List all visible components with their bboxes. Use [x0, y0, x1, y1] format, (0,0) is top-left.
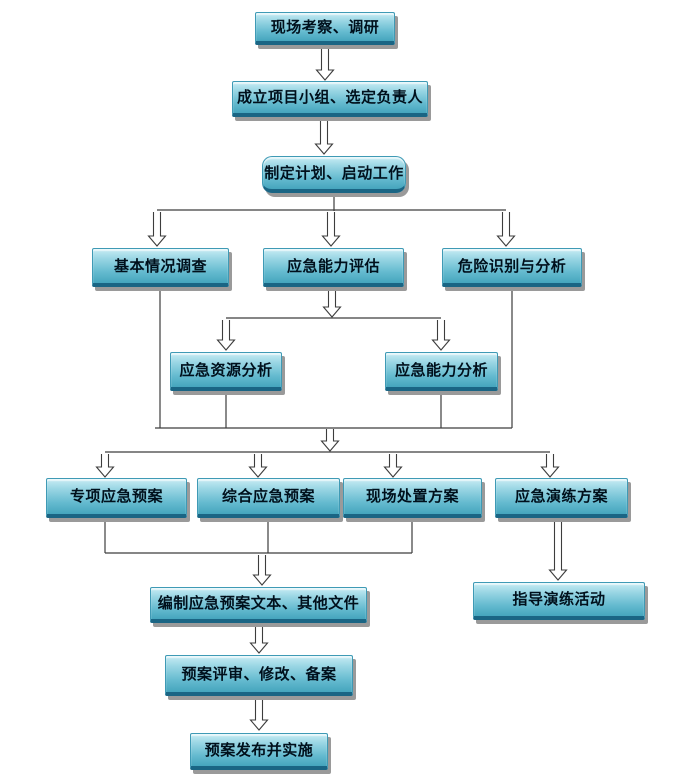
- node-site-survey: 现场考察、调研: [255, 12, 395, 45]
- hollow-down-arrow-icon: [322, 288, 342, 318]
- hollow-down-arrow-icon: [320, 429, 340, 452]
- node-form-project-team: 成立项目小组、选定负责人: [232, 81, 428, 117]
- hollow-down-arrow-icon: [548, 519, 568, 581]
- node-emergency-drill-plan: 应急演练方案: [495, 478, 628, 518]
- node-compile-plan-documents: 编制应急预案文本、其他文件: [150, 587, 367, 623]
- hollow-down-arrow-icon: [249, 698, 269, 731]
- hollow-down-arrow-icon: [496, 212, 516, 247]
- hollow-down-arrow-icon: [95, 454, 115, 478]
- hollow-down-arrow-icon: [540, 454, 560, 478]
- hollow-down-arrow-icon: [314, 119, 334, 155]
- hollow-down-arrow-icon: [249, 625, 269, 654]
- node-plan-release-implementation: 预案发布并实施: [190, 733, 328, 770]
- node-basic-situation-survey: 基本情况调查: [92, 248, 229, 287]
- node-hazard-identification-analysis: 危险识别与分析: [442, 248, 582, 287]
- node-emergency-capability-assessment: 应急能力评估: [263, 248, 404, 287]
- hollow-down-arrow-icon: [252, 555, 272, 586]
- hollow-down-arrow-icon: [216, 320, 236, 351]
- hollow-down-arrow-icon: [383, 454, 403, 478]
- node-emergency-resource-analysis: 应急资源分析: [170, 352, 282, 391]
- node-emergency-capability-analysis: 应急能力分析: [385, 352, 498, 391]
- node-guide-drill-activities: 指导演练活动: [473, 582, 645, 620]
- hollow-down-arrow-icon: [321, 212, 341, 247]
- node-make-plan-start-work: 制定计划、启动工作: [262, 156, 406, 193]
- node-onsite-disposal-plan: 现场处置方案: [343, 478, 482, 518]
- hollow-down-arrow-icon: [315, 46, 335, 81]
- hollow-down-arrow-icon: [248, 454, 268, 478]
- hollow-down-arrow-icon: [147, 212, 167, 247]
- node-special-emergency-plan: 专项应急预案: [46, 478, 187, 518]
- node-comprehensive-emergency-plan: 综合应急预案: [197, 478, 340, 518]
- hollow-down-arrow-icon: [431, 320, 451, 351]
- node-plan-review-revision-filing: 预案评审、修改、备案: [165, 655, 353, 696]
